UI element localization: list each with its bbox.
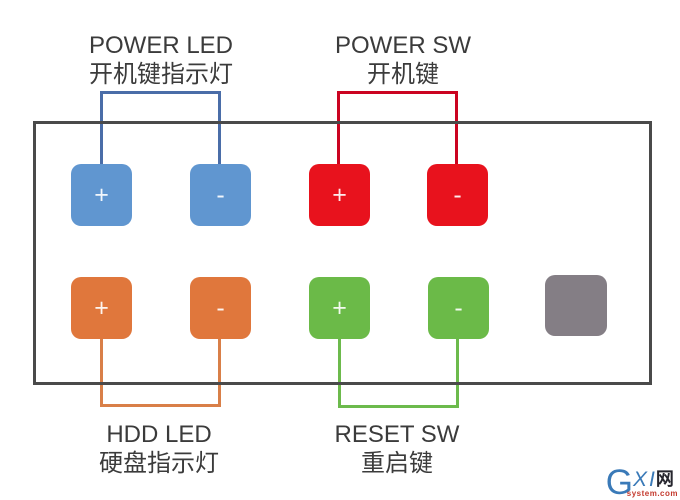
watermark-letter-g: G xyxy=(605,463,633,500)
watermark-domain-text: system.com xyxy=(626,489,678,498)
plus-sign: + xyxy=(332,293,347,322)
hdd-led-label-zh: 硬盘指示灯 xyxy=(99,450,219,477)
reset-sw-minus-pin: - xyxy=(428,277,489,339)
watermark-cjk-wang: 网 xyxy=(655,469,674,489)
connector-header-box xyxy=(33,121,652,385)
unused-pin xyxy=(545,275,607,336)
power-sw-label-en: POWER SW xyxy=(335,32,471,59)
power-sw-minus-pin: - xyxy=(427,164,488,226)
watermark-logo: G X I 网 xyxy=(605,463,678,500)
hdd-led-connector-line xyxy=(100,339,221,407)
minus-sign: - xyxy=(454,293,463,322)
watermark-letter-i: I xyxy=(649,468,655,491)
reset-sw-label: RESET SW 重启键 xyxy=(335,420,460,478)
power-led-label-zh: 开机键指示灯 xyxy=(89,61,233,88)
reset-sw-connector-line xyxy=(338,339,459,408)
watermark-letter-x: X xyxy=(632,468,649,491)
power-led-connector-line xyxy=(100,91,221,164)
power-sw-label: POWER SW 开机键 xyxy=(335,31,471,89)
minus-sign: - xyxy=(216,180,225,209)
hdd-led-label-en: HDD LED xyxy=(106,421,212,448)
power-sw-label-zh: 开机键 xyxy=(367,61,439,88)
power-led-label: POWER LED 开机键指示灯 xyxy=(89,31,233,89)
plus-sign: + xyxy=(94,293,109,322)
hdd-led-minus-pin: - xyxy=(190,277,251,339)
power-led-label-en: POWER LED xyxy=(88,32,234,59)
minus-sign: - xyxy=(453,180,462,209)
plus-sign: + xyxy=(332,180,347,209)
minus-sign: - xyxy=(216,293,225,322)
reset-sw-plus-pin: + xyxy=(309,277,370,339)
power-sw-connector-line xyxy=(337,91,458,164)
plus-sign: + xyxy=(94,180,109,209)
power-led-minus-pin: - xyxy=(190,164,251,226)
site-watermark: G X I 网 system.com xyxy=(605,463,678,500)
reset-sw-label-zh: 重启键 xyxy=(360,450,433,477)
reset-sw-label-en: RESET SW xyxy=(334,421,460,448)
hdd-led-label: HDD LED 硬盘指示灯 xyxy=(99,420,219,478)
hdd-led-plus-pin: + xyxy=(71,277,132,339)
power-led-plus-pin: + xyxy=(71,164,132,226)
power-sw-plus-pin: + xyxy=(309,164,370,226)
